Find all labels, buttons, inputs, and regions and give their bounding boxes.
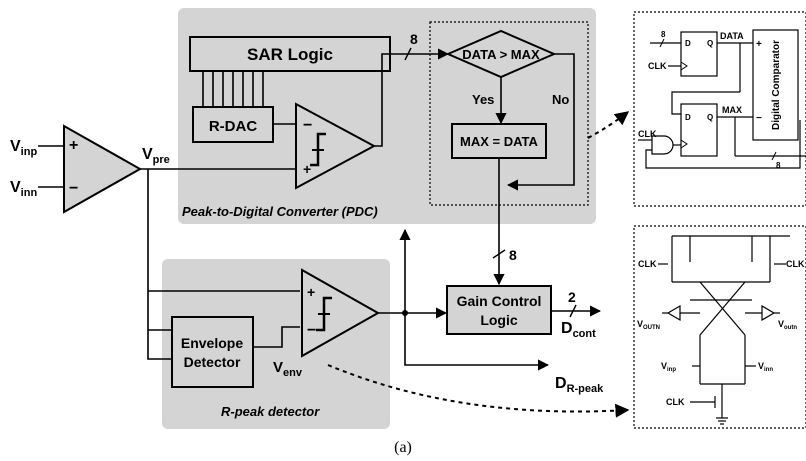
svg-text:Q: Q <box>707 39 713 48</box>
yes-label: Yes <box>472 92 494 107</box>
link-to-digital-inset <box>587 111 630 139</box>
sar-dac-bus <box>202 71 264 107</box>
flipflop-2 <box>680 103 718 157</box>
no-label: No <box>552 92 569 107</box>
sar-logic-label: SAR Logic <box>247 45 333 64</box>
bus-width-down-label: 8 <box>509 247 517 263</box>
analog-clk-right: CLK <box>786 259 805 269</box>
inset-clk2: CLK <box>638 129 657 139</box>
sar-logic-block: SAR Logic <box>189 36 391 72</box>
rpeak-comparator-plus: + <box>307 284 315 300</box>
rpeak-wires <box>147 290 300 360</box>
gain-control-block: Gain Control Logic <box>446 285 552 335</box>
pdc-comparator-minus: − <box>303 117 312 134</box>
inset-bus-out: 8 <box>776 161 781 170</box>
link-to-analog-inset <box>327 364 630 418</box>
svg-text:+: + <box>756 39 762 50</box>
assign-block <box>451 123 547 159</box>
rdac-label: R-DAC <box>209 118 257 135</box>
pdc-comparator-plus: + <box>303 161 311 177</box>
flipflop-1 <box>680 31 718 77</box>
inset-data-in: 8 <box>661 30 666 39</box>
vinn-label: Vinn <box>10 179 37 199</box>
envelope-detector: Envelope Detector <box>171 316 254 388</box>
analog-voutn-right: Voutn <box>778 319 797 331</box>
digital-comparator-label: Digital Comparator <box>771 40 782 130</box>
bus-to-flowchart: 8 <box>390 31 450 61</box>
analog-clk-left: CLK <box>638 259 657 269</box>
rpeak-output-wires <box>378 228 550 371</box>
inset-clk1: CLK <box>648 61 667 71</box>
digital-inset: D Q 8 CLK DATA D Q MAX 8 CLK Digital Com… <box>633 11 806 207</box>
digital-comparator <box>752 29 799 141</box>
svg-text:−: − <box>756 113 762 124</box>
vpre-wires <box>140 168 296 291</box>
amp-minus: − <box>69 180 78 197</box>
analog-vinn: Vinn <box>758 361 773 373</box>
analog-inset: CLK CLK VOUTN Voutn Vinp Vinn CLK <box>633 225 806 429</box>
rpeak-comparator: + − <box>301 268 381 358</box>
drpeak-label: DR-peak <box>555 375 604 395</box>
analog-voutn-left: VOUTN <box>637 319 660 331</box>
amp-plus: + <box>69 137 78 154</box>
venv-label: Venv <box>273 359 303 379</box>
rdac-block: R-DAC <box>192 106 274 143</box>
rpeak-comparator-minus: − <box>307 322 316 339</box>
gain-output: 2 Dcont <box>551 289 602 340</box>
pdc-comparator: − + <box>295 102 377 190</box>
bus-to-gain: 8 <box>492 185 517 286</box>
pdc-wires <box>273 53 390 147</box>
gain-label-line1: Gain Control <box>457 293 542 309</box>
inset-data-label: DATA <box>720 31 744 41</box>
dcont-label: Dcont <box>561 320 596 340</box>
rpeak-junction <box>402 310 408 316</box>
and-gate <box>651 135 674 155</box>
gain-bus-width: 2 <box>568 289 576 305</box>
svg-text:D: D <box>685 39 691 48</box>
vinp-label: Vinp <box>10 138 37 158</box>
analog-clk-bottom: CLK <box>666 397 685 407</box>
rpeak-region-label: R-peak detector <box>221 404 320 419</box>
assign-label: MAX = DATA <box>460 134 538 149</box>
bus-width-label: 8 <box>410 31 418 47</box>
analog-vinp: Vinp <box>661 361 676 373</box>
gain-label-line2: Logic <box>480 312 518 328</box>
flowchart-box: DATA > MAX Yes No MAX = DATA <box>429 21 589 206</box>
figure-caption: (a) <box>394 439 412 456</box>
inset-max-label: MAX <box>722 105 742 115</box>
decision-label: DATA > MAX <box>462 47 540 62</box>
envelope-label-line2: Detector <box>184 354 241 370</box>
vpre-label: Vpre <box>142 146 170 166</box>
envelope-label-line1: Envelope <box>181 335 243 351</box>
svg-text:D: D <box>685 113 691 122</box>
svg-text:Q: Q <box>707 113 713 122</box>
input-amplifier: + − Vinp Vinn Vpre <box>10 124 170 214</box>
pdc-region-label: Peak-to-Digital Converter (PDC) <box>182 204 378 219</box>
